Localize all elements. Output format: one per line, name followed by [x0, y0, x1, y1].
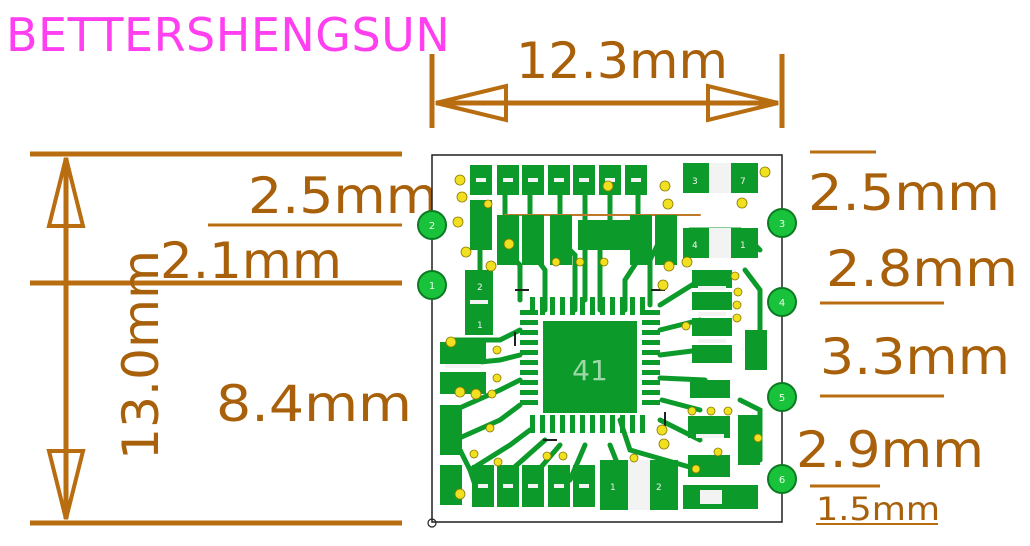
- width-dimension-label: 12.3mm: [516, 32, 728, 90]
- left-dim-label-1: 2.5mm: [248, 167, 438, 225]
- edge-pin-label: 4: [779, 298, 785, 309]
- edge-pin-label: 5: [779, 393, 785, 404]
- edge-pin-label: 1: [429, 281, 435, 292]
- silk-label: 1: [610, 483, 616, 493]
- vias: [445, 166, 771, 500]
- pad-highlights: [445, 163, 731, 510]
- pcb-board: 41: [417, 154, 797, 528]
- edge-pin-right-5: 5: [767, 382, 797, 412]
- right-dim-label-5: 1.5mm: [816, 490, 940, 528]
- silk-label: 1: [477, 321, 483, 331]
- qfn-pins: [520, 297, 660, 433]
- chip-label: 41: [572, 354, 608, 387]
- right-dim-label-2: 2.8mm: [826, 240, 1018, 298]
- width-arrow-right: [706, 83, 779, 123]
- right-dim-label-1: 2.5mm: [808, 164, 1000, 222]
- silk-label: 7: [740, 177, 746, 187]
- edge-pin-right-4: 4: [767, 287, 797, 317]
- left-dim-label-2: 2.1mm: [160, 232, 342, 290]
- right-dimension-underlines: [810, 150, 944, 525]
- edge-pins: 2 1 3 4 5 6: [417, 208, 797, 494]
- height-arrow-bottom: [46, 449, 86, 520]
- width-arrow-left: [435, 83, 508, 123]
- chip-pad: [543, 321, 637, 413]
- edge-pin-right-6: 6: [767, 464, 797, 494]
- silk-label: 2: [477, 283, 483, 293]
- height-arrow-top: [46, 157, 86, 228]
- right-dim-label-3: 3.3mm: [820, 328, 1010, 386]
- silk-label: 3: [692, 177, 698, 187]
- edge-pin-label: 6: [779, 475, 785, 486]
- edge-pin-right-3: 3: [767, 208, 797, 238]
- edge-pin-label: 3: [779, 219, 785, 230]
- silk-labels: 2 1 2 3 7 4 1 1 2: [477, 177, 746, 493]
- silk-label: 4: [692, 241, 698, 251]
- right-dim-label-4: 2.9mm: [796, 421, 984, 479]
- origin-marker: [427, 518, 437, 528]
- silk-label: 2: [656, 483, 662, 493]
- silk-label: 2: [740, 343, 746, 353]
- edge-pin-left-1: 1: [417, 270, 447, 300]
- edge-pin-label: 2: [429, 221, 435, 232]
- left-dim-label-3: 8.4mm: [216, 375, 412, 433]
- brand-label: BETTERSHENGSUN: [6, 8, 451, 62]
- silk-label: 1: [740, 241, 746, 251]
- edge-pin-left-2: 2: [417, 210, 447, 240]
- height-dimension-label: 13.0mm: [112, 250, 170, 460]
- dimension-lines: [30, 54, 785, 526]
